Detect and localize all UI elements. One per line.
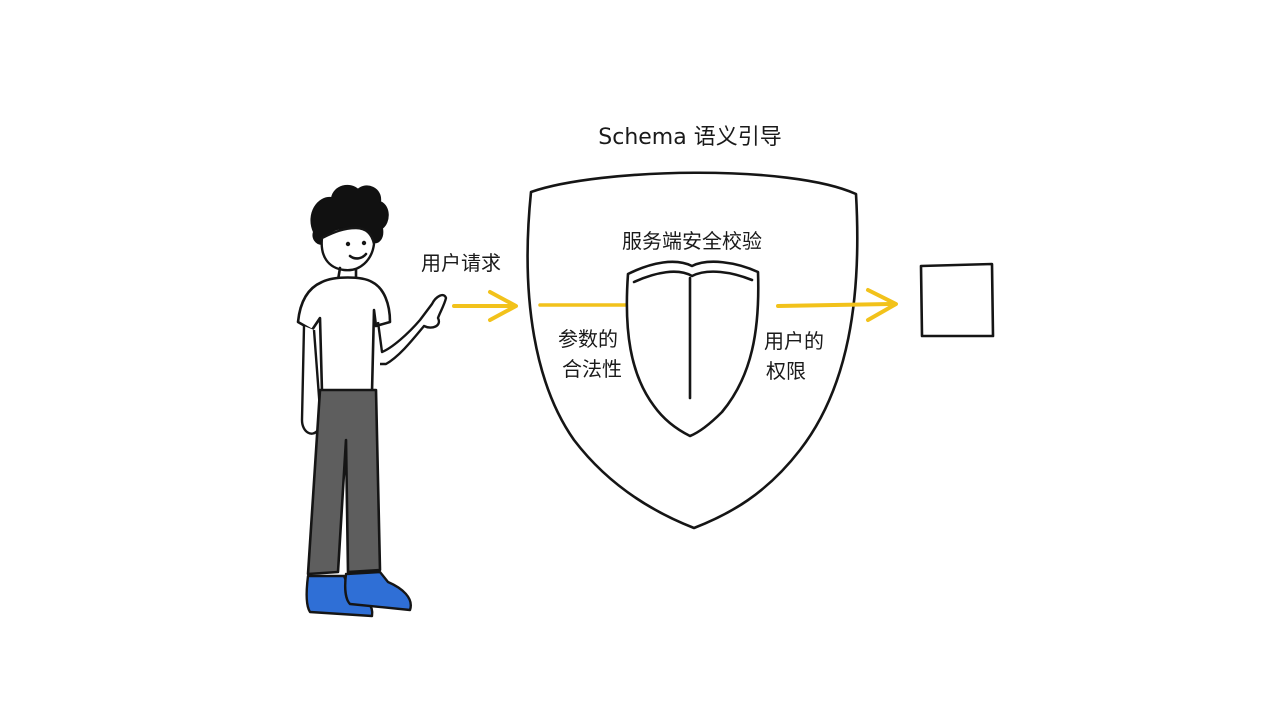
output-arrow-icon bbox=[776, 288, 898, 322]
input-arrow-icon bbox=[452, 290, 518, 322]
person-pants bbox=[306, 388, 382, 576]
person-shoe-right bbox=[344, 570, 412, 612]
shield-label: 服务端安全校验 bbox=[622, 229, 762, 253]
person-shirt bbox=[296, 276, 392, 394]
left-check-line-1: 参数的 bbox=[558, 327, 618, 351]
person-figure-icon bbox=[296, 184, 448, 618]
left-check-label: 参数的 合法性 bbox=[558, 327, 622, 381]
right-check-line-2: 权限 bbox=[766, 359, 806, 383]
output-box-icon bbox=[919, 262, 995, 338]
outer-shield-icon bbox=[526, 171, 859, 530]
right-check-label: 用户的 权限 bbox=[764, 329, 824, 383]
request-label: 用户请求 bbox=[421, 251, 501, 275]
right-check-line-1: 用户的 bbox=[764, 329, 824, 353]
person-face bbox=[320, 226, 376, 272]
inner-shield-icon bbox=[625, 260, 760, 438]
diagram-title: Schema 语义引导 bbox=[598, 125, 781, 150]
left-check-line-2: 合法性 bbox=[562, 357, 622, 381]
